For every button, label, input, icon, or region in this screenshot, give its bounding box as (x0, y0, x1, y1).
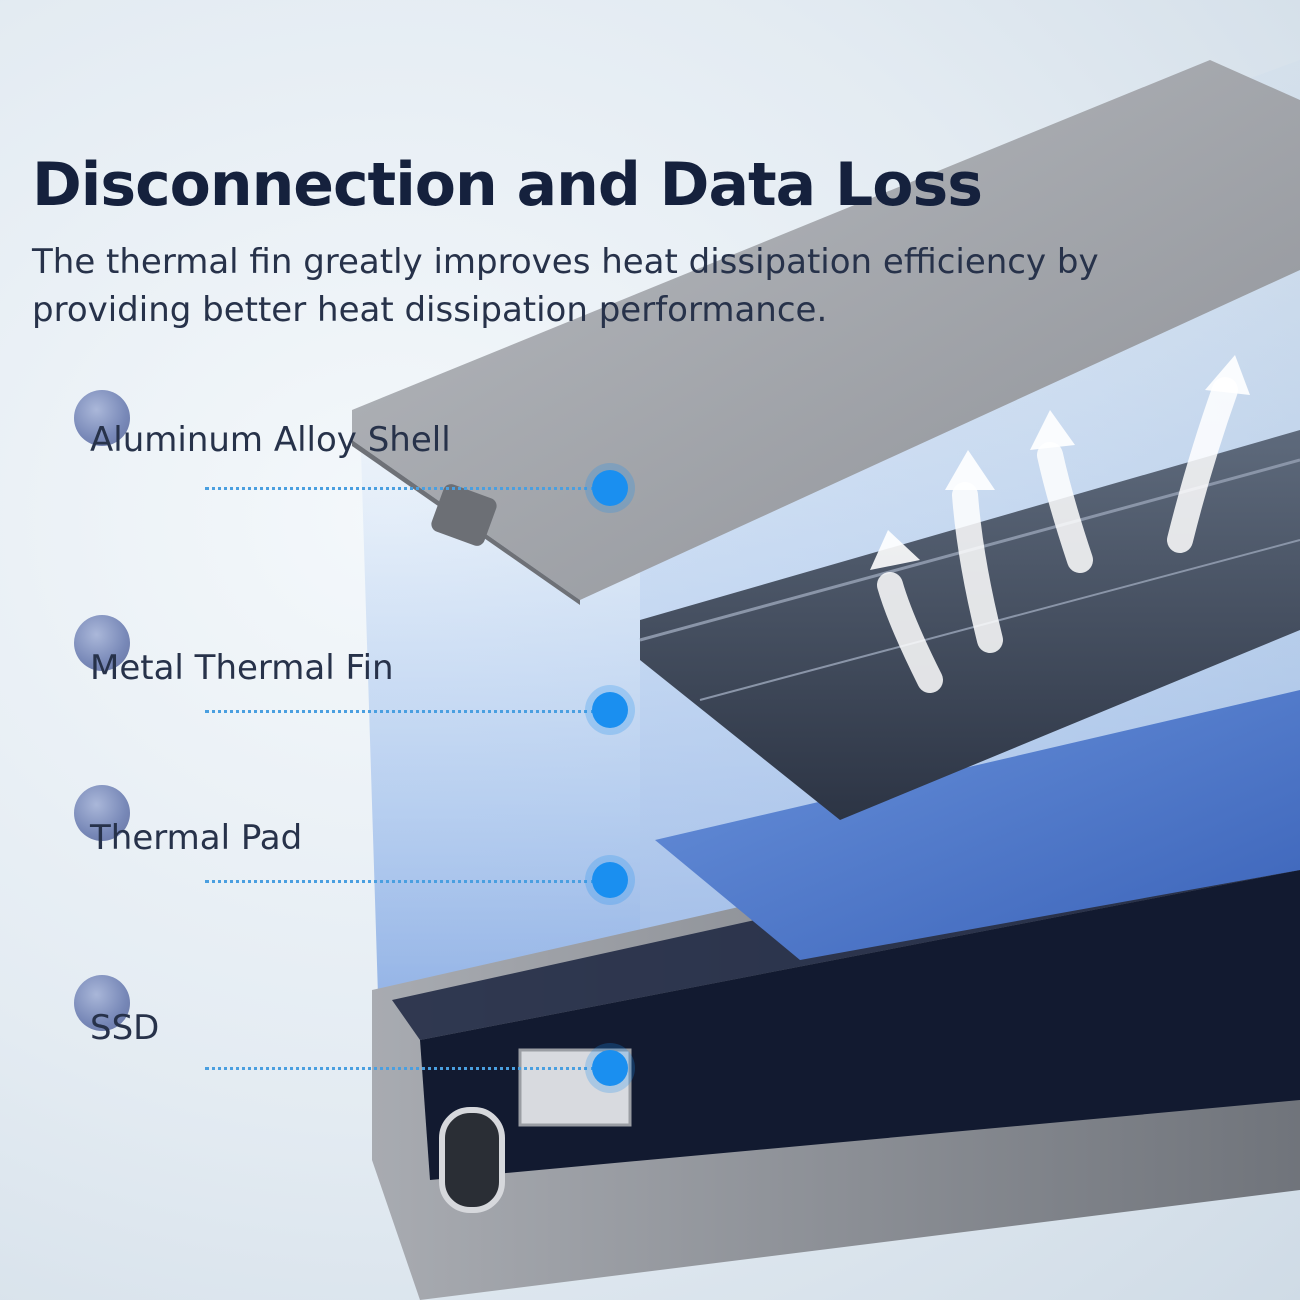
callout-bullet (74, 975, 130, 1031)
callout-pin-fin (592, 692, 628, 728)
callout-bullet (74, 785, 130, 841)
thermal-pad-layer (655, 690, 1300, 960)
leader-line (205, 487, 595, 490)
callout-bullet (74, 615, 130, 671)
callout-pin-shell (592, 470, 628, 506)
description: The thermal fin greatly improves heat di… (32, 242, 1099, 330)
label-thermal-pad: Thermal Pad (90, 818, 303, 858)
callout-pin-ssd (592, 1050, 628, 1086)
label-ssd: SSD (90, 1008, 160, 1048)
usb-c-port-icon (439, 1107, 505, 1213)
aluminum-shell-layer (352, 60, 1300, 605)
label-aluminum-shell: Aluminum Alloy Shell (90, 420, 451, 460)
headline: Disconnection and Data Loss (32, 150, 983, 220)
callout-bullet (74, 390, 130, 446)
leader-line (205, 710, 595, 713)
leader-line (205, 880, 595, 883)
leader-line (205, 1067, 595, 1070)
arrow-up-icon (877, 377, 1238, 693)
label-thermal-fin: Metal Thermal Fin (90, 648, 394, 688)
callout-pin-pad (592, 862, 628, 898)
